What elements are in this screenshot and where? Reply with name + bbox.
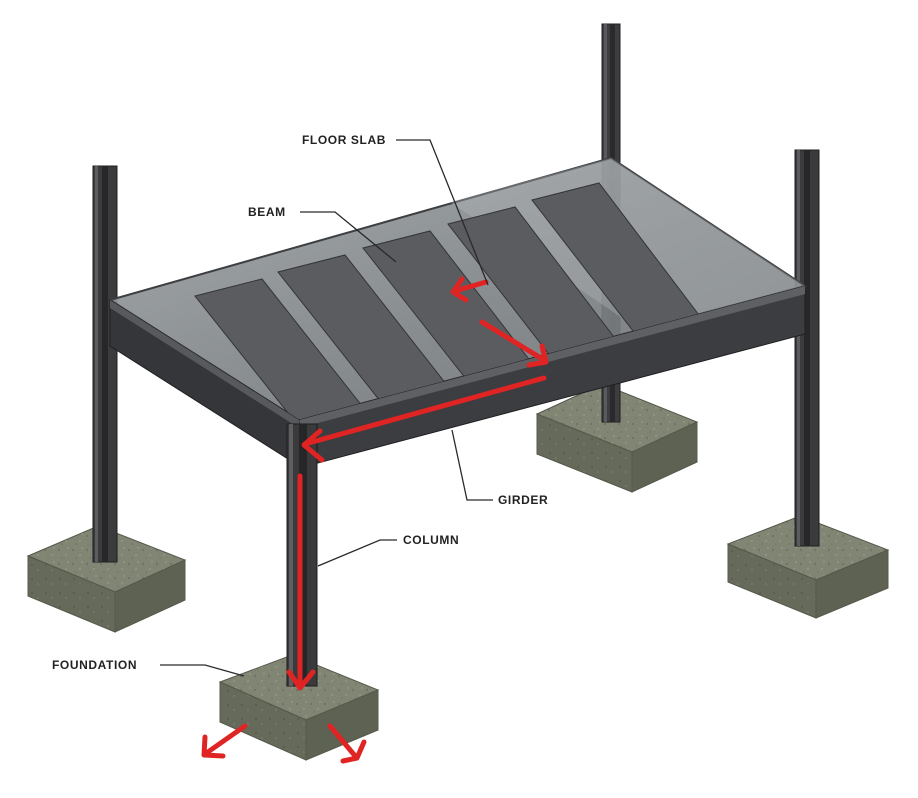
footing-right — [726, 515, 890, 619]
arrow-girder-to-column — [302, 375, 547, 447]
leader-foundation — [160, 664, 245, 677]
leader-column — [317, 539, 397, 567]
arrow-beam-to-girder — [479, 319, 547, 363]
label-foundation: FOUNDATION — [52, 658, 137, 672]
leader-floor-slab — [396, 139, 489, 286]
label-floor-slab: FLOOR SLAB — [302, 133, 386, 147]
leader-girder — [451, 429, 493, 501]
leader-lines — [160, 139, 493, 677]
arrow-slab-to-beam — [452, 279, 489, 294]
label-girder: GIRDER — [498, 493, 548, 507]
leader-beam — [300, 211, 397, 263]
load-path-arrows — [201, 276, 549, 764]
beams — [194, 182, 706, 429]
arrow-foundation-right — [327, 723, 359, 760]
label-beam: BEAM — [248, 205, 286, 219]
arrow-foundation-left — [202, 723, 248, 757]
label-column: COLUMN — [403, 533, 459, 547]
labels: FLOOR SLAB BEAM GIRDER COLUMN FOUNDATION — [52, 133, 548, 672]
column-right — [794, 149, 820, 547]
column-left — [92, 165, 118, 563]
